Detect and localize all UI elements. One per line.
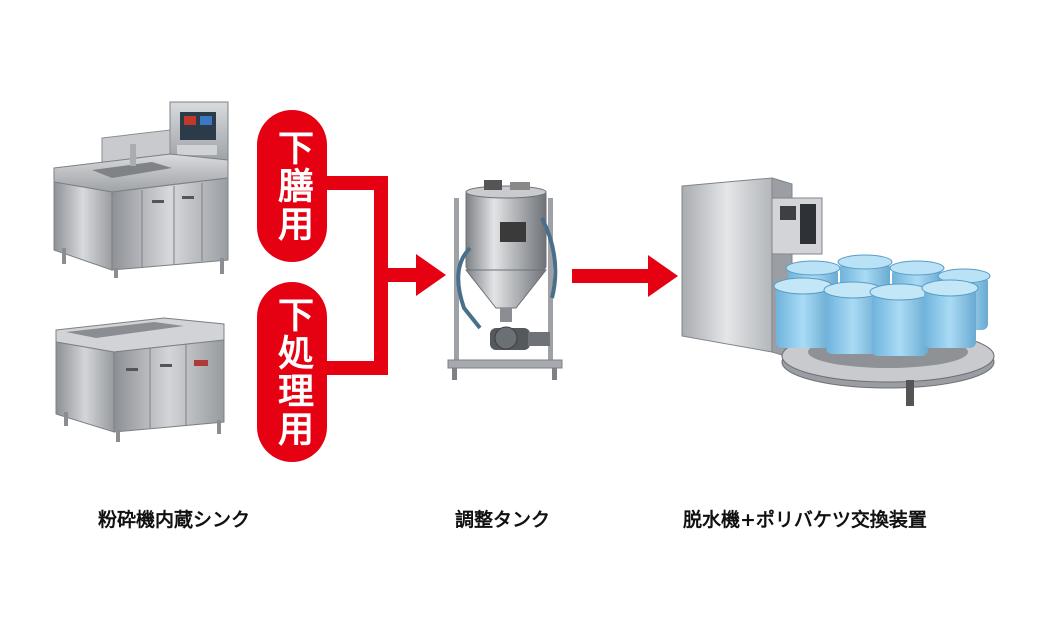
connector-bottom — [327, 275, 388, 375]
label-pill-prep-text: 下処理用 — [272, 296, 313, 448]
adjustment-tank-image — [447, 180, 563, 380]
prep-sink-image — [55, 317, 225, 442]
caption-dewatering-machine: 脱水機+ポリバケツ交換装置 — [683, 509, 927, 531]
sink-machine-image — [53, 101, 229, 278]
arrow-to-tank — [416, 254, 446, 296]
label-pill-serving: 下膳用 — [257, 110, 327, 262]
caption-adjustment-tank: 調整タンク — [455, 509, 551, 531]
arrow-to-dewater — [648, 255, 678, 297]
dewatering-machine-image — [681, 177, 995, 406]
label-pill-serving-text: 下膳用 — [272, 129, 313, 243]
caption-grinder-sink: 粉砕機内蔵シンク — [98, 509, 251, 531]
label-pill-prep: 下処理用 — [257, 282, 327, 462]
connector-top — [327, 176, 388, 275]
